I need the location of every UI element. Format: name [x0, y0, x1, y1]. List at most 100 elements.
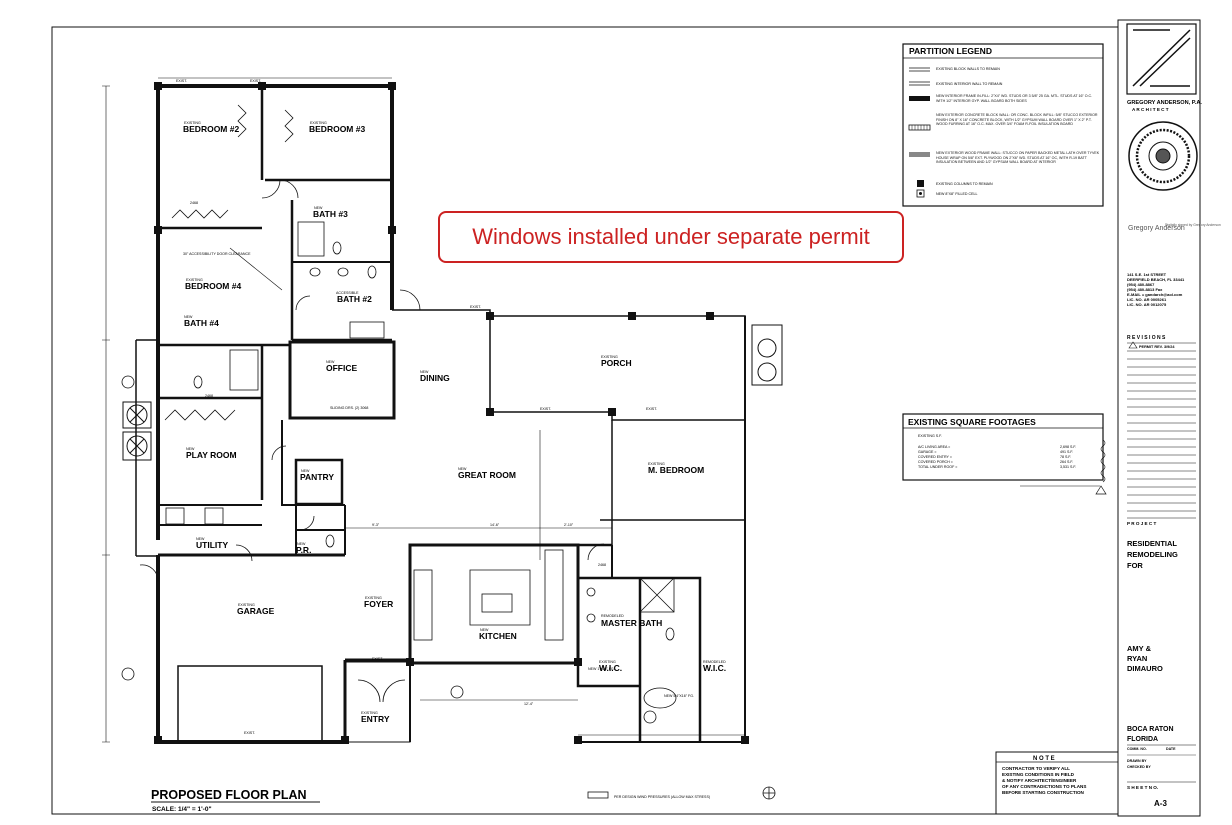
note-line: EXISTING CONDITIONS IN FIELD	[1002, 772, 1075, 777]
exist-label: EXIST.	[540, 407, 551, 411]
dimension-label: 12'-4"	[524, 702, 534, 706]
date-label: DATE	[1166, 747, 1176, 751]
room-label-great-room: GREAT ROOM	[458, 470, 516, 480]
room-label-porch: PORCH	[601, 358, 632, 368]
room-tag: ACCESSIBLE	[336, 291, 359, 295]
design-note: PER DESIGN WIND PRESSURES (ALLOW MAX STR…	[614, 795, 710, 799]
room-tag: EXISTING	[310, 121, 327, 125]
room-tag: NEW	[186, 447, 195, 451]
sqft-row-value: 491 S.F.	[1060, 450, 1073, 454]
partition-legend: PARTITION LEGEND EXISTING BLOCK WALLS TO…	[902, 43, 1104, 207]
room-tag: EXISTING	[184, 121, 201, 125]
room-tag: NEW	[297, 542, 306, 546]
revision-entry: PERMIT REV. 3/9/24	[1139, 345, 1175, 349]
title-block-border	[1117, 19, 1201, 817]
accessibility-note: 30" ACCESSIBILITY DOOR CLEARANCE	[183, 252, 251, 256]
sliding-doors-note: SLIDING DRS. (2) 3068	[330, 406, 368, 410]
address-line: E-MAIL = gandarch@aol.com	[1127, 292, 1183, 297]
room-tag: NEW	[458, 467, 467, 471]
room-tag: EXISTING	[648, 462, 665, 466]
room-tag: REMODELED	[703, 660, 726, 664]
address-line: LIC. NO. AR 0005261	[1127, 297, 1167, 302]
title-block: GREGORY ANDERSON, P.A. A R C H I T E C T…	[1126, 23, 1221, 808]
dimension-lines	[102, 77, 745, 743]
checked-by-label: CHECKED BY	[1127, 765, 1151, 769]
room-label-garage: GARAGE	[237, 606, 275, 616]
plan-walls	[135, 84, 746, 744]
architect-name: GREGORY ANDERSON, P.A.	[1127, 100, 1202, 106]
room-label-pr: P.R.	[296, 545, 311, 555]
wind-pressure-symbol	[587, 791, 609, 799]
room-label-wic-2: W.I.C.	[703, 663, 726, 673]
room-label-utility: UTILITY	[196, 540, 228, 550]
note-line: BEFORE STARTING CONSTRUCTION	[1002, 790, 1085, 795]
sqft-row-value: 2,698 S.F.	[1060, 445, 1076, 449]
door-code: 2468	[598, 563, 606, 567]
legend-item: EXISTING COLUMNS TO REMAIN	[936, 182, 993, 186]
note-box: N O T E CONTRACTOR TO VERIFY ALL EXISTIN…	[995, 751, 1119, 815]
legend-item: NEW INTERIOR FRAME IN-FILL: 2"X4" WD. ST…	[936, 94, 1093, 103]
legend-item: NEW EXTERIOR CONCRETE BLOCK WALL: OR CON…	[936, 113, 1098, 127]
sqft-row-label: COVERED PORCH =	[918, 460, 953, 464]
legend-item: EXISTING INTERIOR WALL TO REMAIN	[936, 82, 1003, 86]
exist-label: EXIST.	[470, 305, 481, 309]
dimension-label: 2'-10"	[564, 523, 574, 527]
exist-label: EXIST.	[250, 79, 261, 83]
room-tag: EXISTING	[599, 660, 616, 664]
note-line: OF ANY CONTRADICTIONS TO PLANS	[1002, 784, 1086, 789]
architect-seal	[1128, 121, 1198, 191]
room-tag: EXISTING	[601, 355, 618, 359]
sqft-subtitle: EXISTING S.F.	[918, 434, 942, 438]
drawn-by-label: DRAWN BY	[1127, 759, 1147, 763]
note-line: & NOTIFY ARCHITECT/ENGINEER	[1002, 778, 1077, 783]
address-line: (954) 480-8813 Fax	[1127, 287, 1163, 292]
room-label-entry: ENTRY	[361, 714, 390, 724]
room-tag: EXISTING	[365, 596, 382, 600]
room-tag: EXISTING	[186, 278, 203, 282]
sheet-number: A-3	[1154, 799, 1167, 808]
drawing-title: PROPOSED FLOOR PLAN	[151, 788, 307, 802]
sqft-row-label: TOTAL UNDER ROOF =	[918, 465, 957, 469]
room-tag: NEW	[184, 315, 193, 319]
square-footage-table: EXISTING SQUARE FOOTAGES EXISTING S.F. A…	[902, 413, 1107, 495]
location-line: BOCA RATON	[1127, 726, 1174, 733]
sqft-row-value: 264 S.F.	[1060, 460, 1073, 464]
legend-item: EXISTING BLOCK WALLS TO REMAIN	[936, 67, 1000, 71]
sqft-title: EXISTING SQUARE FOOTAGES	[908, 417, 1036, 427]
permit-callout: Windows installed under separate permit	[438, 211, 904, 263]
exist-label: EXIST.	[176, 79, 187, 83]
room-tag: NEW	[480, 628, 489, 632]
note-line: CONTRACTOR TO VERIFY ALL	[1002, 766, 1070, 771]
ac-units	[122, 324, 783, 461]
sqft-row-label: COVERED ENTRY =	[918, 455, 952, 459]
room-label-office: OFFICE	[326, 363, 357, 373]
sqft-row-label: A/C LIVING AREA =	[918, 445, 950, 449]
door-code: 2468	[190, 201, 198, 205]
room-label-foyer: FOYER	[364, 599, 393, 609]
room-label-bedroom-3: BEDROOM #3	[309, 124, 365, 134]
exist-label: EXIST.	[372, 657, 383, 661]
room-label-bath-2: BATH #2	[337, 294, 372, 304]
exist-label: EXIST.	[646, 407, 657, 411]
room-label-kitchen: KITCHEN	[479, 631, 517, 641]
client-line: RYAN	[1127, 654, 1147, 663]
project-line: FOR	[1127, 561, 1143, 570]
room-label-play-room: PLAY ROOM	[186, 450, 237, 460]
address-line: DEERFIELD BEACH, FL 33441	[1127, 277, 1185, 282]
revisions-label: R E V I S I O N S	[1127, 335, 1166, 341]
room-label-m-bedroom: M. BEDROOM	[648, 465, 704, 475]
architect-subtitle: A R C H I T E C T	[1132, 107, 1169, 112]
header-note: NEW 5'4"X16" FG.	[664, 694, 694, 698]
section-markers	[121, 375, 776, 800]
address-line: (954) 480-8867	[1127, 282, 1155, 287]
signature-note: Digitally signed by Gregory Anderson	[1165, 223, 1221, 227]
architect-logo	[1126, 23, 1197, 95]
client-line: DIMAURO	[1127, 664, 1163, 673]
plumbing-fixtures	[165, 221, 677, 709]
address-line: LIC. NO. AR 0012075	[1127, 302, 1167, 307]
legend-item: NEW 8"X8" FILLED CELL	[936, 192, 978, 196]
sheet-no-label: S H E E T N O.	[1127, 785, 1158, 790]
room-tag: EXISTING	[361, 711, 378, 715]
